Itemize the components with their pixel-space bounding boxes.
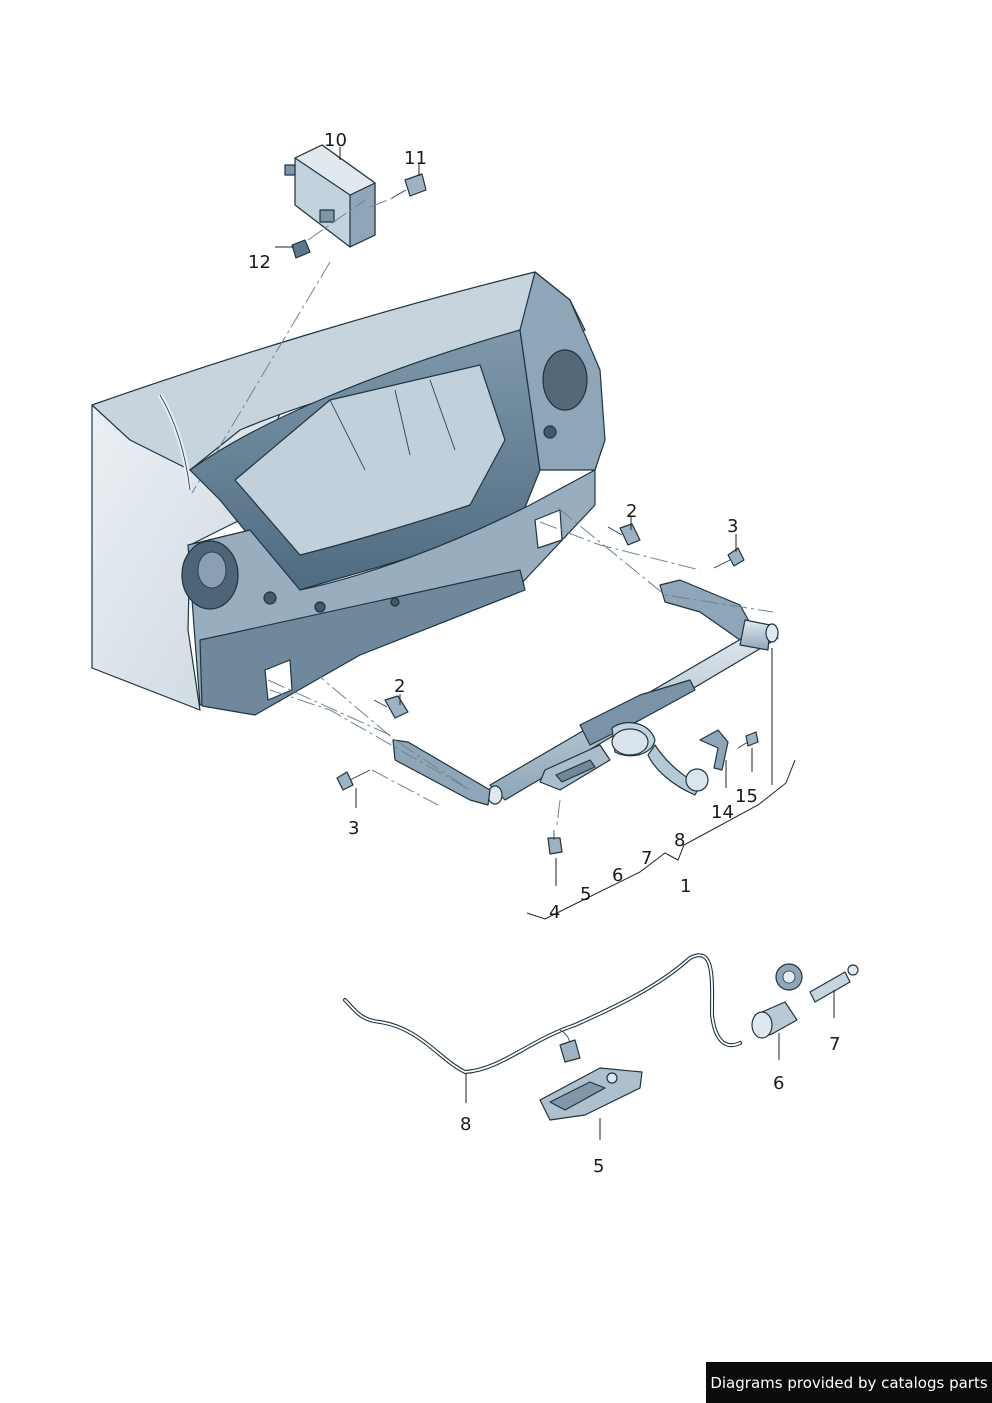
screw-3-lower bbox=[336, 769, 371, 791]
callout-6-upper: 6 bbox=[612, 865, 623, 886]
callout-8-upper: 8 bbox=[674, 830, 685, 851]
callout-15: 15 bbox=[735, 786, 758, 807]
clip-12 bbox=[291, 239, 311, 259]
credit-banner: Diagrams provided by catalogs parts bbox=[706, 1362, 992, 1403]
screw-3-upper bbox=[713, 547, 745, 569]
pin-7 bbox=[809, 964, 859, 1003]
screw-2-lower bbox=[373, 695, 409, 719]
leader-lines bbox=[275, 147, 835, 1140]
vehicle-rear-body bbox=[91, 271, 606, 716]
callout-5-upper: 5 bbox=[580, 884, 591, 905]
bracket-14 bbox=[699, 729, 729, 771]
trailer-socket-5 bbox=[539, 1067, 643, 1121]
control-unit bbox=[284, 144, 376, 248]
screw-15 bbox=[737, 731, 759, 749]
callout-14: 14 bbox=[711, 802, 734, 823]
callout-4: 4 bbox=[549, 902, 560, 923]
motor-6 bbox=[751, 963, 803, 1039]
screw-2-upper bbox=[607, 523, 641, 546]
callout-7-lower: 7 bbox=[829, 1034, 840, 1055]
callout-12: 12 bbox=[248, 252, 271, 273]
callout-2-lower: 2 bbox=[394, 676, 405, 697]
callout-11: 11 bbox=[404, 148, 427, 169]
callout-3-upper: 3 bbox=[727, 516, 738, 537]
callout-2-upper: 2 bbox=[626, 501, 637, 522]
screw-4 bbox=[547, 830, 563, 855]
callout-3-lower: 3 bbox=[348, 818, 359, 839]
callout-1: 1 bbox=[680, 876, 691, 897]
callout-6-lower: 6 bbox=[773, 1073, 784, 1094]
callout-8-lower: 8 bbox=[460, 1114, 471, 1135]
callout-numbers: 10 11 12 2 3 2 3 4 5 6 7 8 14 15 1 8 5 6… bbox=[248, 130, 840, 1177]
screw-11 bbox=[391, 173, 427, 199]
alignment-lines bbox=[191, 197, 774, 826]
tow-bar-crossmember bbox=[392, 579, 779, 806]
callout-7-upper: 7 bbox=[641, 848, 652, 869]
wiring-harness bbox=[343, 953, 742, 1075]
callout-5-lower: 5 bbox=[593, 1156, 604, 1177]
callout-10: 10 bbox=[324, 130, 347, 151]
